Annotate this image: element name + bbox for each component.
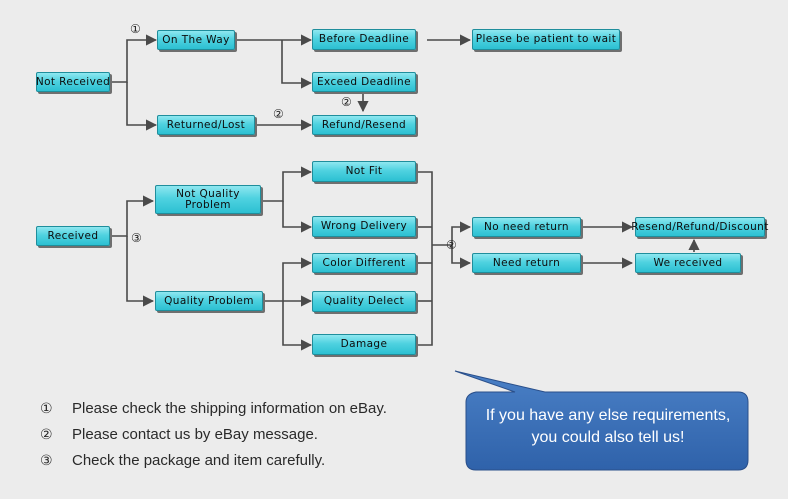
node-resend-refund-discount: Resend/Refund/Discount (631, 217, 768, 237)
node-no-need-return: No need return (472, 217, 581, 237)
legend-number: ③ (40, 453, 53, 469)
speech-bubble: If you have any else requirements, you c… (470, 405, 746, 449)
legend-text: Please contact us by eBay message. (72, 426, 318, 443)
node-be-patient: Please be patient to wait (472, 29, 620, 50)
node-on-the-way: On The Way (157, 30, 235, 50)
node-before-deadline: Before Deadline (312, 29, 416, 50)
legend-number: ① (40, 401, 53, 417)
legend-item-3: ③ Check the package and item carefully. (40, 452, 325, 469)
marker-two-return: ② (446, 238, 457, 252)
legend-number: ② (40, 427, 53, 443)
marker-two-returned: ② (273, 107, 284, 121)
node-color-different: Color Different (312, 253, 416, 273)
node-refund-resend: Refund/Resend (312, 115, 416, 135)
node-returned-lost: Returned/Lost (157, 115, 255, 135)
legend-text: Check the package and item carefully. (72, 452, 326, 469)
legend-item-1: ① Please check the shipping information o… (40, 400, 387, 417)
node-received: Received (36, 226, 110, 246)
bubble-line-1: If you have any else requirements, (485, 407, 731, 424)
node-exceed-deadline: Exceed Deadline (312, 72, 416, 92)
bubble-line-2: you could also tell us! (531, 429, 685, 446)
node-wrong-delivery: Wrong Delivery (312, 216, 416, 237)
legend-text: Please check the shipping information on… (72, 400, 387, 417)
legend-item-2: ② Please contact us by eBay message. (40, 426, 318, 443)
speech-bubble-shape (454, 370, 749, 471)
node-damage: Damage (312, 334, 416, 355)
node-quality-defect: Quality Delect (312, 291, 416, 312)
node-not-received: Not Received (36, 72, 110, 92)
marker-three: ③ (131, 231, 142, 245)
node-we-received: We received (635, 253, 741, 273)
marker-two-refund: ② (341, 95, 352, 109)
node-quality-problem: Quality Problem (155, 291, 263, 311)
marker-one: ① (130, 22, 141, 36)
node-need-return: Need return (472, 253, 581, 273)
node-not-fit: Not Fit (312, 161, 416, 182)
node-not-quality-problem: Not Quality Problem (155, 185, 261, 214)
